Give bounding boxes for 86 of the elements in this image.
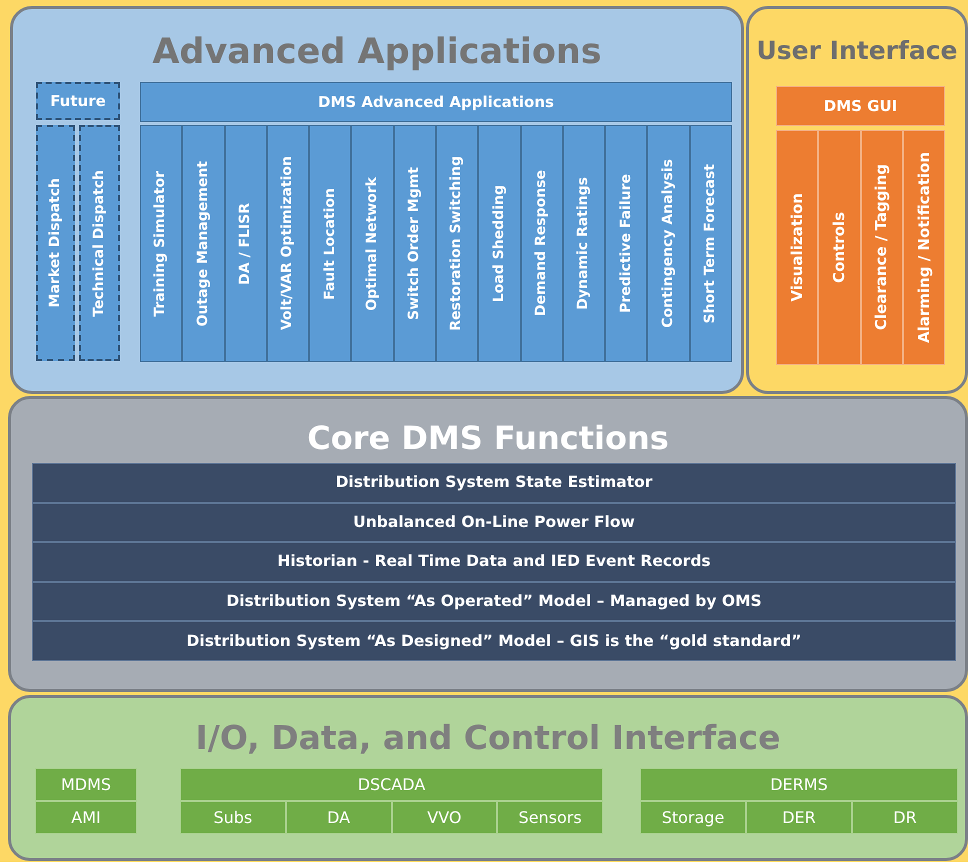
function-box <box>79 125 120 361</box>
function-box <box>224 125 267 362</box>
function-box <box>478 125 521 362</box>
layer-heading: User Interface <box>755 37 959 64</box>
function-label: Clearance / Tagging <box>873 164 890 331</box>
function-label: Storage <box>662 808 724 826</box>
function-box <box>497 801 603 834</box>
function-label: DA <box>327 808 350 826</box>
function-box <box>309 125 352 362</box>
function-box <box>902 130 945 365</box>
layer-panel <box>10 6 744 394</box>
function-label: Alarming / Notification <box>916 152 932 343</box>
function-box <box>35 801 137 834</box>
function-label: Training Simulator <box>153 170 169 316</box>
function-box <box>436 125 478 362</box>
function-label: Restoration Switching <box>449 156 465 331</box>
function-label: DMS GUI <box>824 98 898 114</box>
function-box <box>182 125 225 362</box>
function-box <box>140 82 732 122</box>
function-label: Controls <box>831 212 848 283</box>
function-label: Predictive Failure <box>618 174 634 313</box>
function-box <box>286 801 392 834</box>
function-label: Demand Response <box>534 170 550 317</box>
function-label: Subs <box>213 808 252 826</box>
function-label: Sensors <box>518 808 582 826</box>
function-label: DA / FLISR <box>238 202 254 284</box>
function-label: Unbalanced On-Line Power Flow <box>353 514 635 531</box>
function-label: DMS Advanced Applications <box>318 94 554 110</box>
function-box <box>562 125 606 362</box>
function-box <box>32 542 956 582</box>
function-box <box>647 125 690 362</box>
function-label: Short Term Forecast <box>703 164 719 324</box>
layer-panel <box>8 396 968 692</box>
function-box <box>605 125 648 362</box>
function-box <box>180 801 286 834</box>
function-label: Dynamic Ratings <box>576 177 592 310</box>
function-box <box>690 125 732 362</box>
function-box <box>640 768 958 801</box>
function-box <box>36 82 120 120</box>
function-label: Distribution System “As Operated” Model – Managed by OMS <box>226 593 762 610</box>
layer-heading: I/O, Data, and Control Interface <box>194 720 782 756</box>
function-label: DR <box>893 808 917 826</box>
function-label: Technical Dispatch <box>92 170 108 316</box>
function-label: Switch Order Mgmt <box>407 167 423 320</box>
function-label: DSCADA <box>358 776 426 794</box>
function-box <box>35 768 137 801</box>
function-box <box>351 125 394 362</box>
function-label: Volt/VAR Optimization <box>280 156 296 331</box>
function-box <box>746 801 852 834</box>
function-label: Outage Management <box>196 160 212 326</box>
function-box <box>818 130 860 365</box>
function-label: Distribution System “As Designed” Model – GIS is the “gold standard” <box>186 632 802 650</box>
function-label: Market Dispatch <box>48 178 64 308</box>
function-box <box>180 768 603 801</box>
function-label: Future <box>50 92 106 110</box>
function-box <box>392 801 498 834</box>
function-box <box>776 86 945 126</box>
function-box <box>640 801 746 834</box>
function-box <box>860 130 903 365</box>
function-label: Distribution System State Estimator <box>336 474 652 492</box>
function-box <box>36 125 75 361</box>
function-label: Load Shedding <box>492 184 508 302</box>
function-box <box>140 125 182 362</box>
layer-panel <box>8 695 968 861</box>
function-box <box>32 502 956 542</box>
function-box <box>776 130 818 365</box>
function-box <box>852 801 958 834</box>
function-label: Visualization <box>788 193 806 302</box>
function-label: Fault Location <box>322 188 338 300</box>
function-box <box>32 463 956 503</box>
function-box <box>32 621 956 661</box>
function-label: AMI <box>71 808 101 826</box>
layer-heading: Core DMS Functions <box>306 421 670 456</box>
function-label: Optimal Network <box>364 176 380 310</box>
function-label: VVO <box>427 808 462 826</box>
function-box <box>32 582 956 622</box>
layer-panel <box>746 6 968 394</box>
function-box <box>266 125 310 362</box>
function-box <box>520 125 563 362</box>
layer-heading: Advanced Applications <box>151 33 603 72</box>
function-label: DER <box>782 808 816 826</box>
function-label: Contingency Analysis <box>660 159 676 328</box>
function-label: MDMS <box>60 776 112 794</box>
function-label: DERMS <box>770 776 828 794</box>
function-label: Historian - Real Time Data and IED Event Records <box>277 553 711 570</box>
function-box <box>394 125 436 362</box>
